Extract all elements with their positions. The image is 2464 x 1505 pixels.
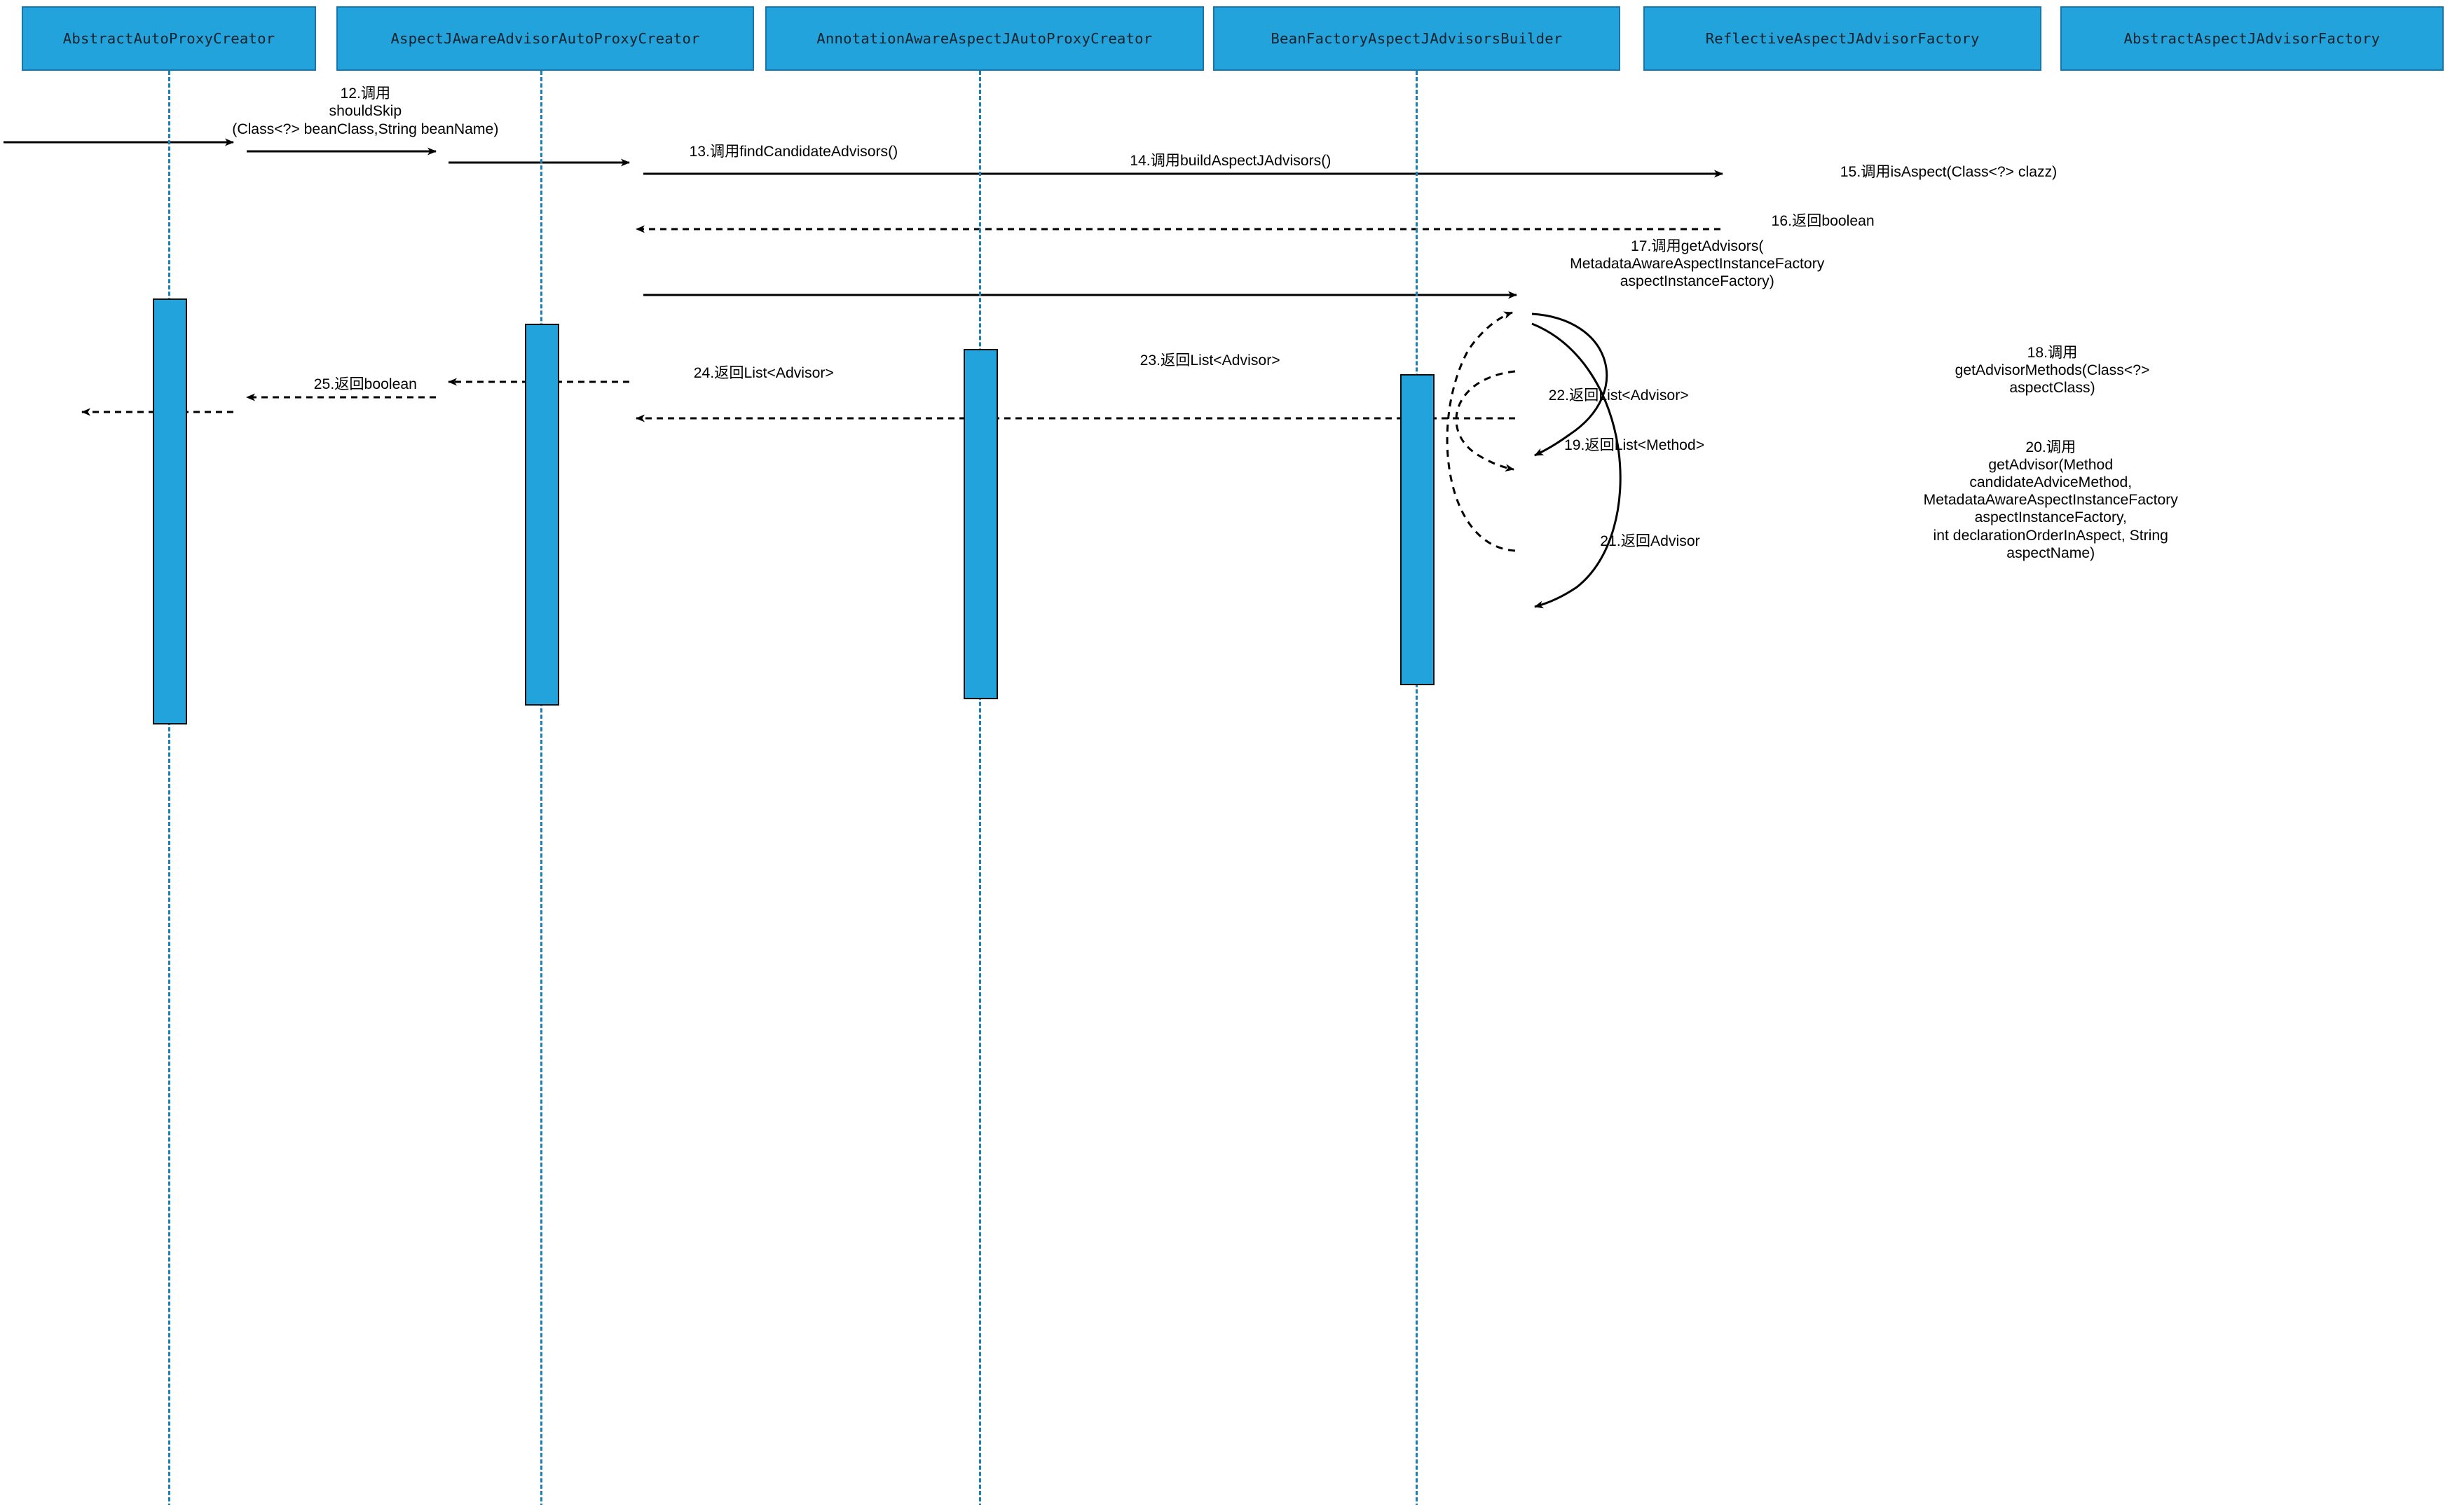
participant-box-reflective-aspectj-advisor-factory[interactable]: ReflectiveAspectJAdvisorFactory	[1643, 6, 2041, 71]
activation-bar-p2	[524, 323, 560, 706]
message-arrow-22	[636, 414, 1515, 422]
message-arrow-18	[1531, 312, 1608, 457]
message-label-15: 15.调用isAspect(Class<?> clazz)	[1840, 164, 2058, 181]
message-label-21: 21.返回Advisor	[1600, 533, 1700, 550]
participant-box-abstract-aspectj-advisor-factory[interactable]: AbstractAspectJAdvisorFactory	[2060, 6, 2444, 71]
participant-box-aspectj-aware-advisor-auto-proxy-creator[interactable]: AspectJAwareAdvisorAutoProxyCreator	[336, 6, 755, 71]
lifeline-p1	[167, 70, 170, 1505]
message-label-12: 12.调用 shouldSkip (Class<?> beanClass,Str…	[232, 85, 499, 137]
participant-label: AbstractAutoProxyCreator	[62, 29, 275, 47]
participant-label: AspectJAwareAdvisorAutoProxyCreator	[390, 29, 700, 47]
participant-box-annotation-aware-aspectj-auto-proxy-creator[interactable]: AnnotationAwareAspectJAutoProxyCreator	[765, 6, 1204, 71]
message-label-17: 17.调用getAdvisors( MetadataAwareAspectIns…	[1570, 238, 1825, 289]
activation-bar-p4	[1399, 373, 1435, 685]
lifeline-p2	[540, 70, 543, 1505]
activation-bar-p3	[963, 348, 998, 699]
message-label-18: 18.调用 getAdvisorMethods(Class<?> aspectC…	[1955, 345, 2150, 397]
participant-label: AnnotationAwareAspectJAutoProxyCreator	[816, 29, 1153, 47]
message-arrow-21	[1446, 311, 1516, 552]
message-label-13: 13.调用findCandidateAdvisors()	[689, 144, 898, 160]
message-label-20: 20.调用 getAdvisor(Method candidateAdviceM…	[1923, 439, 2178, 561]
message-label-23: 23.返回List<Advisor>	[1139, 352, 1280, 369]
lifeline-p4	[1416, 70, 1418, 1505]
message-label-14: 14.调用buildAspectJAdvisors()	[1130, 153, 1332, 170]
activation-bar-p1	[152, 298, 187, 724]
message-arrow-20	[1531, 322, 1622, 609]
participant-label: ReflectiveAspectJAdvisorFactory	[1705, 29, 1980, 47]
message-label-25: 25.返回boolean	[313, 376, 417, 392]
lifeline-p3	[978, 70, 981, 1505]
message-label-16: 16.返回boolean	[1771, 212, 1875, 229]
participant-label: BeanFactoryAspectJAdvisorsBuilder	[1271, 29, 1563, 47]
participant-box-bean-factory-aspectj-advisors-builder[interactable]: BeanFactoryAspectJAdvisorsBuilder	[1213, 6, 1620, 71]
message-label-24: 24.返回List<Advisor>	[693, 365, 834, 382]
diagram-arrows-layer	[4, 138, 1723, 609]
message-arrow-19	[1455, 370, 1516, 472]
message-label-19: 19.返回List<Method>	[1563, 437, 1705, 454]
participant-box-abstract-auto-proxy-creator[interactable]: AbstractAutoProxyCreator	[22, 6, 316, 71]
message-label-22: 22.返回List<Advisor>	[1548, 387, 1689, 404]
participant-label: AbstractAspectJAdvisorFactory	[2123, 29, 2381, 47]
